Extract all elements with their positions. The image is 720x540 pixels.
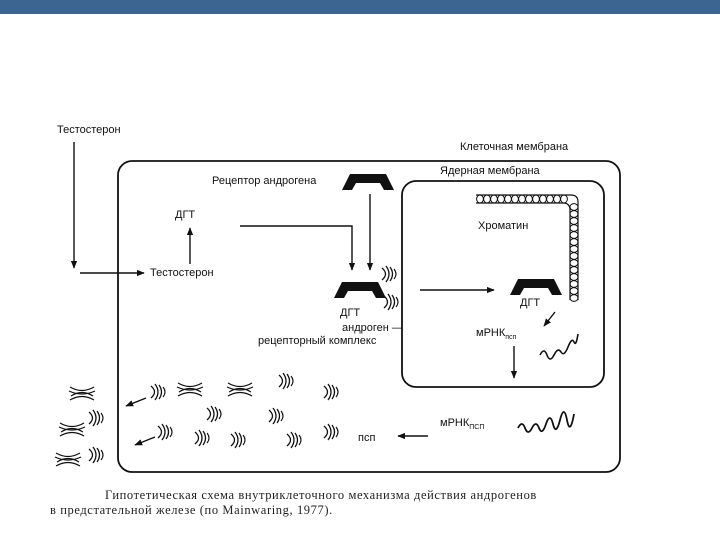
- squiggle-mark: [323, 383, 339, 401]
- complex-receptor-shape: [334, 282, 386, 298]
- mrna-cyto-label: мРНКПСП: [440, 417, 484, 431]
- testosterone-inner-label: Тестостерон: [150, 267, 214, 279]
- squiggle-mark: [150, 383, 166, 401]
- chromatin-bead: [511, 194, 519, 204]
- chromatin-bead: [569, 280, 579, 288]
- chromatin-bead: [539, 194, 547, 204]
- secreted-protein-cluster: [68, 386, 96, 401]
- chromatin-label: Хроматин: [478, 220, 528, 232]
- chromatin-bead: [504, 194, 512, 204]
- chromatin-bead: [569, 266, 579, 274]
- squiggle-mark: [194, 429, 210, 447]
- squiggle-mark: [383, 293, 399, 311]
- squiggle-mark: [323, 423, 339, 441]
- complex-label-line2: рецепторный комплекс: [258, 335, 377, 347]
- chromatin-bead: [546, 194, 554, 204]
- squiggle-mark: [268, 407, 284, 425]
- nuclear-membrane-label: Ядерная мембрана: [440, 165, 541, 177]
- chromatin-bead: [490, 194, 498, 204]
- squiggle-mark: [381, 265, 397, 283]
- chromatin-bead: [569, 245, 579, 253]
- chromatin-bead: [569, 231, 579, 239]
- chromatin-bead: [518, 194, 526, 204]
- complex-label-line1: андроген —: [342, 322, 403, 334]
- mrna-nucleus-label: мРНКпсп: [476, 327, 517, 341]
- chromatin-bead: [553, 194, 561, 204]
- secreted-protein-cluster: [226, 382, 254, 397]
- chromatin-bead: [569, 273, 579, 281]
- dht-left-label: ДГТ: [175, 209, 195, 221]
- chromatin-bead: [569, 287, 579, 295]
- chromatin-bead: [497, 194, 505, 204]
- chromatin-bead: [569, 252, 579, 260]
- figure-caption: Гипотетическая схема внутриклеточного ме…: [50, 488, 650, 518]
- mrna-nucleus-squiggle: [539, 333, 579, 360]
- caption-line-2: в предстательной железе (по Mainwaring, …: [50, 503, 333, 517]
- chromatin-bead: [476, 194, 484, 204]
- chromatin-bead: [569, 259, 579, 267]
- squiggle-mark: [157, 423, 173, 441]
- squiggle-mark: [206, 405, 222, 423]
- chromatin-strand: [476, 194, 579, 302]
- chromatin-bead: [560, 194, 568, 204]
- squiggle-mark: [88, 446, 104, 464]
- flow-arrows: [70, 142, 556, 446]
- squiggle-mark: [88, 409, 104, 427]
- chromatin-bead: [569, 294, 579, 302]
- androgen-receptor-label: Рецептор андрогена: [212, 175, 317, 187]
- secreted-protein-cluster: [176, 382, 204, 397]
- squiggle-mark: [278, 372, 294, 390]
- nuclear-membrane: [401, 180, 605, 388]
- testosterone-top-label: Тестостерон: [57, 124, 121, 136]
- secreted-protein-cluster: [54, 452, 82, 467]
- chromatin-bead: [569, 224, 579, 232]
- dht-nucleus-label: ДГТ: [520, 297, 540, 309]
- nuclear-receptor-shape: [510, 279, 562, 295]
- chromatin-bead: [525, 194, 533, 204]
- chromatin-bead: [483, 194, 491, 204]
- squiggle-mark: [230, 431, 246, 449]
- cell-membrane-label: Клеточная мембрана: [460, 141, 569, 153]
- chromatin-bead: [569, 210, 579, 218]
- secreted-protein-cluster: [58, 422, 86, 437]
- chromatin-bead: [569, 203, 579, 211]
- psp-label: псп: [358, 432, 375, 444]
- cell-membrane: [117, 160, 621, 473]
- chromatin-bead: [532, 194, 540, 204]
- header-bar: [0, 0, 720, 14]
- caption-line-1: Гипотетическая схема внутриклеточного ме…: [105, 488, 537, 502]
- chromatin-bead: [569, 238, 579, 246]
- androgen-receptor-shape: [342, 174, 394, 190]
- dht-complex-label: ДГТ: [340, 307, 360, 319]
- squiggle-mark: [286, 431, 302, 449]
- mrna-cyto-squiggle: [517, 411, 575, 433]
- chromatin-bead: [569, 217, 579, 225]
